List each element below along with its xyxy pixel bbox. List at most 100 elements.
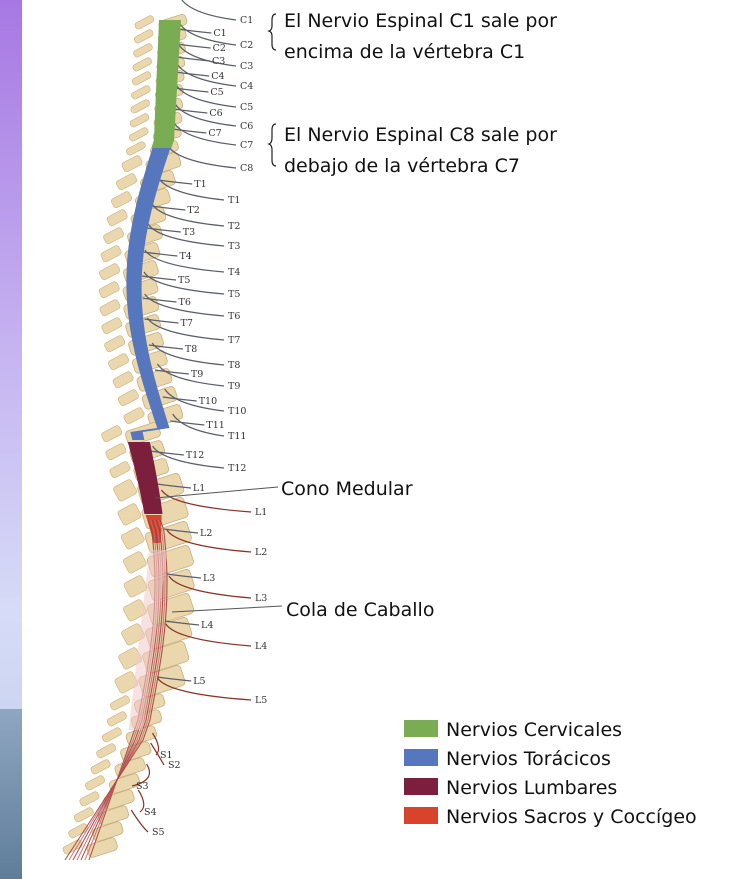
spinous-process [98, 263, 120, 281]
outer-nerve-label: S4 [144, 807, 157, 818]
legend-swatch-lumbar [404, 778, 438, 795]
spinous-process [101, 317, 123, 335]
vertebrae-group [62, 13, 195, 858]
inner-vertebra-label: T3 [183, 227, 195, 238]
spinous-process [84, 775, 105, 791]
inner-vertebra-label: C1 [213, 28, 226, 39]
spinous-process [115, 173, 137, 191]
inner-vertebra-label: L3 [203, 573, 215, 584]
spinous-process [106, 209, 128, 227]
inner-vertebra-label: L1 [193, 483, 205, 494]
inner-vertebra-label: T11 [206, 420, 224, 431]
inner-vertebra-label: C3 [212, 56, 225, 67]
c8-annotation-line2: debajo de la vértebra C7 [284, 155, 520, 177]
spinous-process [109, 461, 131, 479]
inner-vertebra-label: T2 [187, 205, 199, 216]
spinous-process [104, 335, 126, 353]
outer-nerve-label: T5 [228, 289, 240, 300]
outer-nerve-label: C2 [240, 40, 253, 51]
nerve-root-outer [176, 85, 236, 107]
spinous-process [99, 299, 121, 317]
spinous-process [107, 353, 129, 371]
c1-brace [269, 14, 276, 50]
inner-vertebra-label: T10 [199, 396, 217, 407]
spinous-process [98, 281, 120, 299]
cola-de-caballo-label: Cola de Caballo [286, 599, 434, 621]
spinous-process [133, 29, 154, 45]
spinous-process [117, 503, 142, 527]
inner-vertebra-label: T8 [185, 344, 197, 355]
spinous-process [100, 245, 122, 263]
legend-label-cervical: Nervios Cervicales [446, 719, 622, 741]
spinal-cord-group [65, 20, 181, 860]
nerve-root-outer [181, 0, 237, 20]
outer-nerve-label: L2 [255, 547, 267, 558]
legend-swatch-sacral [404, 807, 438, 824]
outer-nerve-label: L4 [255, 641, 267, 652]
spinous-process [100, 425, 122, 443]
outer-nerve-label: S3 [136, 781, 149, 792]
outer-nerve-label: T11 [228, 431, 246, 442]
inner-vertebra-label: C7 [208, 128, 221, 139]
outer-nerve-label: C3 [240, 61, 253, 72]
inner-vertebra-label: T1 [194, 179, 206, 190]
c8-annotation-line1: El Nervio Espinal C8 sale por [284, 124, 557, 146]
spinous-process [128, 127, 149, 143]
spinous-process [129, 113, 150, 129]
inner-vertebra-label: C5 [210, 87, 223, 98]
legend-label-lumbar: Nervios Lumbares [446, 777, 617, 799]
inner-vertebra-label: T12 [186, 450, 204, 461]
spinous-process [105, 443, 127, 461]
spinous-process [133, 43, 154, 59]
legend-label-thoracic: Nervios Torácicos [446, 748, 611, 770]
nerve-root-outer [177, 64, 236, 86]
outer-nerve-label: T8 [228, 360, 240, 371]
inner-vertebra-label: L2 [200, 528, 212, 539]
nerve-root-outer [138, 790, 143, 812]
legend-label-sacral: Nervios Sacros y Coccígeo [446, 806, 697, 828]
outer-nerve-label: T9 [228, 381, 240, 392]
legend-swatch-thoracic [404, 749, 438, 766]
outer-nerve-label: C6 [240, 121, 253, 132]
nerve-root-outer [175, 104, 236, 126]
spinous-process [130, 85, 151, 101]
spinous-process [109, 695, 130, 711]
spinous-process [112, 371, 134, 389]
inner-vertebra-label: L5 [193, 676, 205, 687]
inner-vertebra-label: L4 [201, 620, 213, 631]
c1-annotation-line1: El Nervio Espinal C1 sale por [284, 10, 557, 32]
spinous-process [132, 57, 153, 73]
inner-vertebra-label: T7 [181, 318, 193, 329]
spinous-process [90, 759, 111, 775]
outer-nerve-label: T4 [228, 267, 240, 278]
outer-nerve-label: C5 [240, 102, 253, 113]
spinous-process [79, 791, 100, 807]
spinous-process [121, 155, 143, 173]
inner-vertebra-label: T9 [191, 369, 203, 380]
spinous-process [122, 551, 147, 575]
spinous-process [102, 227, 124, 245]
nerve-root-inner [170, 421, 204, 425]
outer-nerve-label: L3 [255, 593, 267, 604]
spinous-process [73, 807, 94, 823]
inner-vertebra-label: T5 [178, 275, 190, 286]
outer-nerve-label: T2 [228, 221, 240, 232]
spinous-process [130, 99, 151, 115]
nerve-root-outer [179, 23, 236, 45]
outer-nerve-label: C4 [240, 81, 253, 92]
outer-nerve-label: S5 [152, 827, 165, 838]
outer-nerve-label: T12 [228, 463, 246, 474]
legend-swatch-cervical [404, 720, 438, 737]
outer-nerve-label: C8 [240, 163, 253, 174]
spinous-process [106, 711, 127, 727]
spinous-process [110, 191, 132, 209]
spinous-process [120, 527, 145, 551]
outer-nerve-label: L5 [255, 695, 267, 706]
spinous-process [134, 15, 155, 31]
inner-vertebra-label: T4 [179, 251, 191, 262]
spinous-process [96, 743, 117, 759]
inner-vertebra-label: C4 [211, 71, 224, 82]
spinous-process [123, 407, 145, 425]
inner-vertebra-label: T6 [179, 297, 191, 308]
